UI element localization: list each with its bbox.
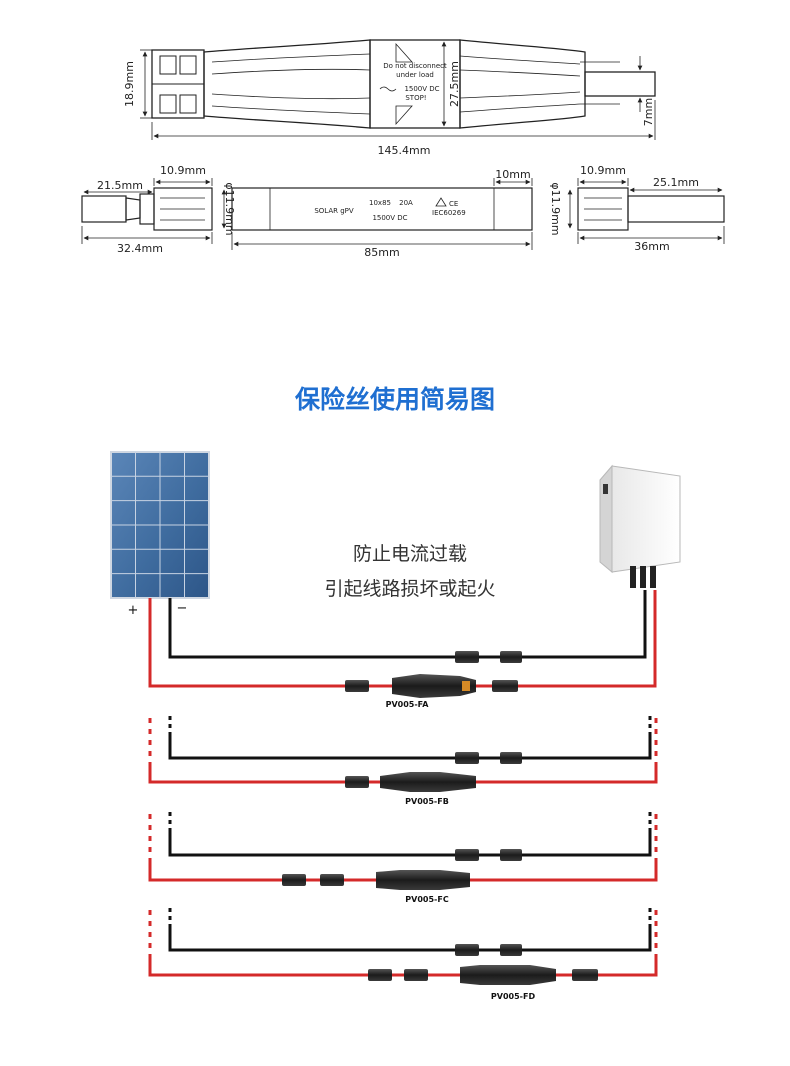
tube-size: 10x85 (369, 199, 391, 207)
negative-sign: − (177, 601, 188, 616)
dim-top-cable: 7mm (642, 98, 655, 126)
positive-sign: + (128, 603, 139, 618)
wiring-scheme-fd (148, 904, 658, 985)
body-warning-line1: Do not disconnect (383, 62, 447, 70)
dim-right-cable: 25.1mm (653, 176, 699, 189)
tube-brand: SOLAR gPV (314, 207, 354, 215)
body-voltage: 1500V DC (404, 85, 439, 93)
wiring-scheme-fc (148, 808, 658, 890)
model-label-fc: PV005-FC (405, 895, 449, 904)
dim-right-dia: φ11.9mm (549, 182, 562, 235)
dim-left-cap: 10.9mm (160, 164, 206, 177)
ce-mark-icon: CE (449, 200, 458, 208)
dim-top-center: 27.5mm (448, 61, 461, 107)
model-label-fa: PV005-FA (386, 700, 430, 709)
section-title: 保险丝使用简易图 (294, 385, 495, 414)
side-drawings: 10.9mm 21.5mm 32.4mm SOLAR gPV 10x85 20A… (81, 164, 725, 259)
dim-left-pin: 21.5mm (97, 179, 143, 192)
body-warning-line2: under load (396, 71, 434, 79)
inverter-icon (599, 464, 681, 588)
body-stop: STOP! (405, 94, 426, 102)
solar-panel-icon (110, 451, 210, 599)
tube-rating: 20A (399, 199, 413, 207)
tube-voltage: 1500V DC (372, 214, 407, 222)
dim-body-dia: φ11.9mm (223, 182, 236, 235)
dim-body-cap: 10mm (495, 168, 530, 181)
dim-left-total: 32.4mm (117, 242, 163, 255)
warning-triangle-icon (435, 197, 447, 207)
wiring-scheme-fb (148, 712, 658, 792)
model-label-fb: PV005-FB (405, 797, 449, 806)
dim-right-cap: 10.9mm (580, 164, 626, 177)
dim-body-length: 85mm (364, 246, 399, 259)
warning-line2: 引起线路损坏或起火 (324, 578, 495, 600)
dim-right-total: 36mm (634, 240, 669, 253)
warning-line1: 防止电流过载 (353, 543, 467, 565)
top-drawing: Do not disconnect under load 1500V DC ST… (123, 39, 656, 157)
dim-top-length: 145.4mm (378, 144, 431, 157)
dim-top-height: 18.9mm (123, 61, 136, 107)
model-label-fd: PV005-FD (491, 992, 536, 1001)
wiring-scheme-fa (148, 590, 657, 698)
tube-standard: IEC60269 (432, 209, 466, 217)
